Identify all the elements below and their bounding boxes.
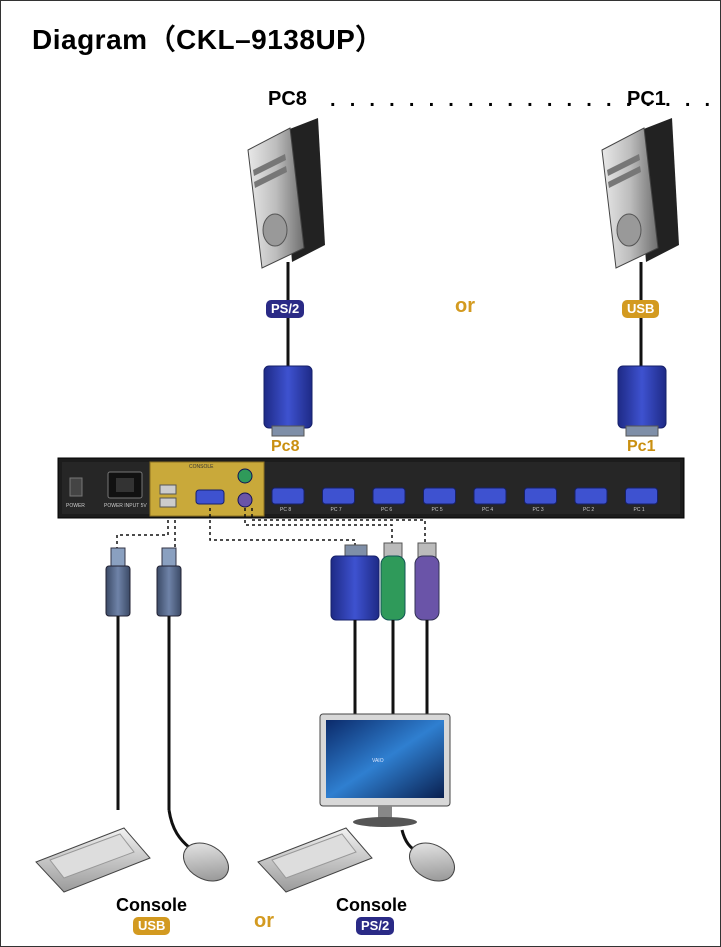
pc-vga-port-icon xyxy=(271,487,305,505)
usb-mouse-icon xyxy=(167,809,229,882)
usb1-dashed-link xyxy=(116,520,169,552)
console-ps2-label: Console xyxy=(336,895,408,915)
ps2-green-plug-icon xyxy=(380,542,406,715)
pc1-label: PC1 xyxy=(627,88,666,110)
pc1-vga-connector-icon xyxy=(617,365,667,437)
pc-vga-port-icon xyxy=(473,487,507,505)
pc1-tower-icon xyxy=(601,118,679,269)
ps2-mouse-port-icon xyxy=(237,468,253,484)
usb-keyboard-icon xyxy=(35,827,151,893)
ps2-keyboard-icon xyxy=(257,827,373,893)
usb-port-icon xyxy=(159,484,177,495)
console-usb-badge: USB xyxy=(133,917,171,935)
ps2-purple-plug-icon xyxy=(414,542,440,715)
console-text: CONSOLE xyxy=(189,464,214,470)
pc8-vga-connector-icon xyxy=(263,365,313,437)
pc-port-label: PC 4 xyxy=(482,507,494,513)
power-switch-icon xyxy=(69,477,83,497)
diagram-title: Diagram（CKL–9138UP） xyxy=(32,24,384,55)
console-usb-label: Console xyxy=(116,895,188,915)
ps2-mouse-icon xyxy=(400,829,455,882)
pc-vga-port-icon xyxy=(322,487,355,505)
pc-port-label: PC 8 xyxy=(280,507,292,513)
ps2-purple-dashed-link xyxy=(251,508,426,545)
usb-plug-icon xyxy=(156,547,182,810)
pc-vga-port-icon xyxy=(625,487,658,505)
ps2-green-dashed-link xyxy=(244,508,393,545)
pc1-port-label: Pc1 xyxy=(627,438,656,455)
console-ps2-badge: PS/2 xyxy=(356,917,395,935)
console-vga-plug-icon xyxy=(330,544,380,715)
usb-port-icon xyxy=(159,497,177,508)
ps2-keyboard-port-icon xyxy=(237,492,253,508)
console-or-text: or xyxy=(254,910,274,932)
pc-port-group xyxy=(271,487,658,505)
pc-port-label: PC 3 xyxy=(532,507,544,513)
pc-vga-port-icon xyxy=(423,487,456,505)
pc8-ps2-badge: PS/2 xyxy=(266,300,305,318)
usb-plug-icon xyxy=(105,547,131,810)
pc-vga-port-icon xyxy=(524,487,557,505)
pc-port-label: PC 7 xyxy=(330,507,342,513)
console-vga-port-icon xyxy=(195,489,225,505)
power-text: POWER xyxy=(66,503,85,509)
pc-or-text: or xyxy=(455,295,475,317)
pc-vga-port-icon xyxy=(372,487,406,505)
monitor-icon xyxy=(319,713,451,827)
pc-range-dots: . . . . . . . . . . . . . . . . . . . . … xyxy=(330,89,721,111)
pc-port-label: PC 1 xyxy=(633,507,645,513)
monitor-brand: VAIO xyxy=(372,758,384,764)
pc8-tower-icon xyxy=(247,118,325,269)
pc8-label: PC8 xyxy=(268,88,307,110)
pc-port-label: PC 2 xyxy=(583,507,595,513)
pc-port-label: PC 6 xyxy=(381,507,393,513)
pc8-port-label: Pc8 xyxy=(271,438,300,455)
pc1-usb-badge: USB xyxy=(622,300,660,318)
power-rating-text: POWER INPUT 5V xyxy=(104,503,147,509)
pc-vga-port-icon xyxy=(574,487,608,505)
pc-port-label: PC 5 xyxy=(431,507,443,513)
